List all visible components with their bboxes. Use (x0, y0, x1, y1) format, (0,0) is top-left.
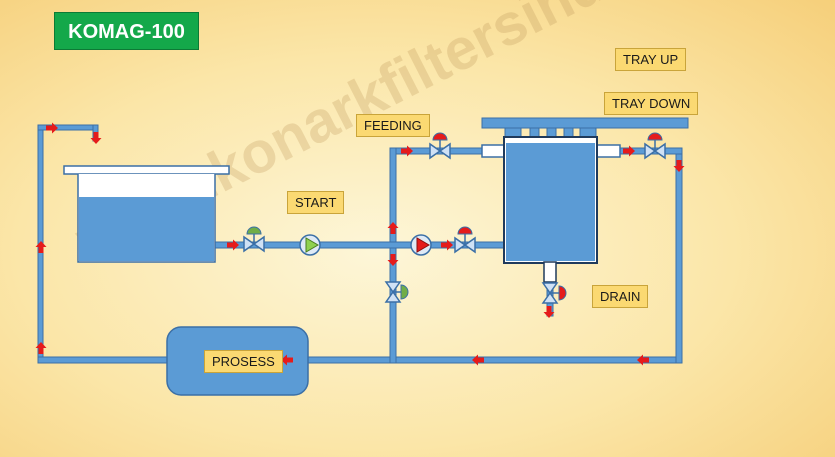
flow-arrow-icon (623, 145, 635, 157)
flow-arrow-icon (472, 354, 484, 366)
pump-2-icon[interactable] (410, 234, 432, 256)
bypass-valve[interactable] (385, 281, 409, 303)
flow-arrow-icon (35, 342, 47, 354)
source-tank-water (79, 197, 214, 261)
flow-arrows (35, 122, 685, 366)
inlet-valve[interactable] (243, 226, 265, 252)
flow-arrow-icon (401, 145, 413, 157)
tray-up-button[interactable]: TRAY UP (615, 48, 687, 71)
flow-arrow-icon (543, 306, 555, 318)
flow-arrow-icon (441, 239, 453, 251)
flow-arrow-icon (387, 222, 399, 234)
drain-valve[interactable] (542, 282, 567, 304)
filter-vessel (481, 117, 689, 283)
feed-valve[interactable] (454, 226, 476, 253)
pump-1-icon[interactable] (299, 234, 321, 256)
flow-arrow-icon (35, 241, 47, 253)
tray-down-button[interactable]: TRAY DOWN (604, 92, 699, 115)
brand-title: KOMAG-100 (54, 12, 199, 50)
drain-button[interactable]: DRAIN (592, 285, 649, 308)
process-label: PROSESS (204, 350, 283, 373)
tray-down-valve[interactable] (644, 132, 666, 159)
filter-vessel-water (506, 143, 595, 261)
start-button[interactable]: START (287, 191, 345, 214)
flow-arrow-icon (46, 122, 58, 134)
flow-arrow-icon (637, 354, 649, 366)
flow-arrow-icon (673, 160, 685, 172)
flow-arrow-icon (387, 254, 399, 266)
flow-arrow-icon (90, 132, 102, 144)
source-tank (63, 165, 230, 263)
feeding-valve[interactable] (429, 132, 451, 159)
flow-arrow-icon (281, 354, 293, 366)
feeding-button[interactable]: FEEDING (356, 114, 430, 137)
flow-arrow-icon (227, 239, 239, 251)
